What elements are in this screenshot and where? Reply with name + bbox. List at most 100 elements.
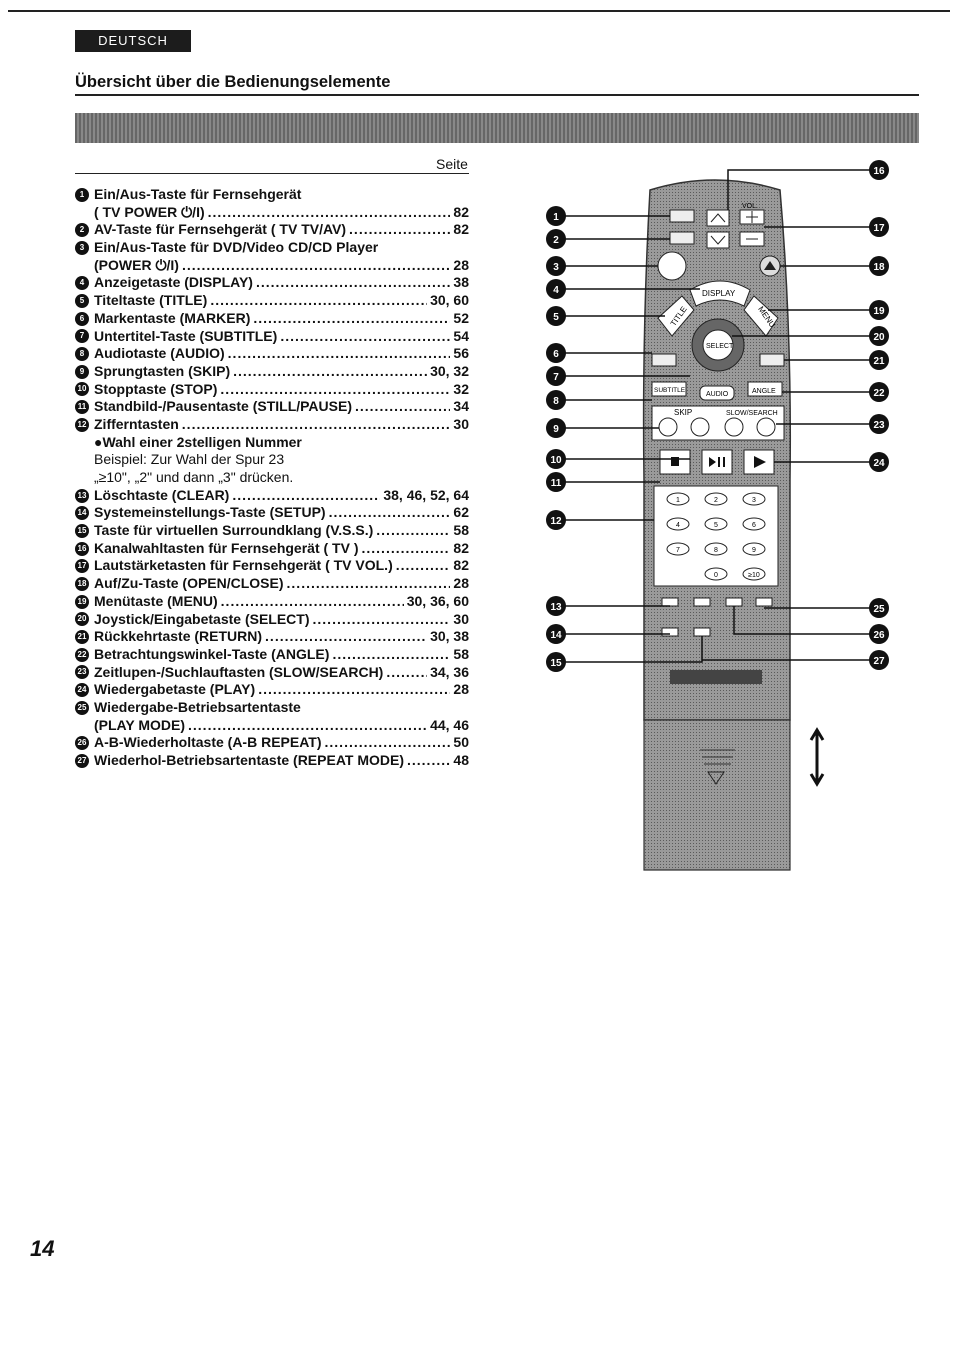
callout-badge <box>869 624 889 644</box>
dot-leader <box>280 328 450 346</box>
callout-badge <box>869 452 889 472</box>
item-number-badge: 26 <box>75 736 89 751</box>
callout-badge <box>869 598 889 618</box>
item-name: Wiederhol-Betriebsartentaste (REPEAT MOD… <box>94 752 404 768</box>
item-number-badge: 23 <box>75 665 89 680</box>
dot-leader <box>287 575 451 593</box>
item-page: 82 <box>453 557 469 574</box>
list-item: 26A-B-Wiederholtaste (A-B REPEAT)50 <box>75 734 469 752</box>
callout-number: 22 <box>873 388 885 399</box>
item-page: 82 <box>453 203 469 220</box>
callout-badge <box>546 343 566 363</box>
item-number-badge: 7 <box>75 329 89 344</box>
item-number-badge: 6 <box>75 311 89 326</box>
item-name: Ein/Aus-Taste für DVD/Video CD/CD Player <box>94 239 379 256</box>
item-page: 44, 46 <box>430 716 469 733</box>
dot-leader <box>182 416 451 434</box>
item-number-badge: 8 <box>75 347 89 362</box>
page-number: 14 <box>30 1236 55 1261</box>
item-name: Markentaste (MARKER) <box>94 309 251 326</box>
callout-badge <box>546 510 566 530</box>
item-page: 34, 36 <box>430 663 469 680</box>
list-item: 15 Taste für virtuellen Surroundklang (V.… <box>75 522 469 540</box>
callout-badge <box>869 217 889 237</box>
item-page: 38, 46, 52, 64 <box>383 486 469 503</box>
top-rule <box>8 10 950 12</box>
dot-leader <box>313 611 451 629</box>
digit-label: 8 <box>714 547 718 554</box>
item-number-badge: 3 <box>75 240 89 255</box>
item-name: Untertitel-Taste (SUBTITLE) <box>94 327 278 344</box>
digit-label: 9 <box>752 547 756 554</box>
item-name: ●Wahl einer 2stelligen Nummer <box>94 433 302 450</box>
vol-label: VOL. <box>742 203 758 210</box>
callout-number: 12 <box>550 516 562 527</box>
digit-key <box>704 567 728 581</box>
callout-number: 2 <box>553 235 559 246</box>
dot-leader <box>228 345 451 363</box>
item-page: 50 <box>453 734 469 751</box>
item-page: 48 <box>453 752 469 768</box>
item-page: 28 <box>453 256 469 273</box>
item-name: Sprungtasten (SKIP) <box>94 362 231 379</box>
item-number-badge: 5 <box>75 293 89 308</box>
audio-label: AUDIO <box>706 391 729 398</box>
dot-leader <box>396 557 451 575</box>
item-name: Ein/Aus-Taste für Fernsehgerät <box>94 186 302 202</box>
item-page: 62 <box>453 504 469 521</box>
digit-key <box>704 492 728 506</box>
item-name: Auf/Zu-Taste (OPEN/CLOSE) <box>94 575 284 592</box>
digit-label: 1 <box>676 497 680 504</box>
double-arrow-icon <box>809 727 825 787</box>
callout-number: 21 <box>873 356 885 367</box>
item-name: ( TV POWER ⏻/I) <box>94 203 205 220</box>
item-number-badge: 19 <box>75 594 89 609</box>
item-page: 28 <box>453 575 469 592</box>
callout-badge <box>546 596 566 616</box>
list-item: Beispiel: Zur Wahl der Spur 23 <box>75 451 469 469</box>
callout-badge <box>869 350 889 370</box>
item-number-badge: 17 <box>75 559 89 574</box>
item-number-badge: 21 <box>75 630 89 645</box>
item-number-badge: 20 <box>75 612 89 627</box>
list-item: 2AV-Taste für Fernsehgerät ( TV TV/AV)82 <box>75 221 469 239</box>
item-name: Rückkehrtaste (RETURN) <box>94 628 263 645</box>
item-name: Joystick/Eingabetaste (SELECT) <box>94 610 310 627</box>
callout-number: 7 <box>553 372 559 383</box>
item-page: 34 <box>453 398 469 415</box>
item-number-badge: 14 <box>75 506 89 521</box>
callout-badge <box>546 472 566 492</box>
digit-key <box>666 492 690 506</box>
item-number-badge: 15 <box>75 523 89 538</box>
dot-leader <box>221 593 404 611</box>
item-name: Taste für virtuellen Surroundklang (V.S.… <box>94 522 374 539</box>
item-name: Anzeigetaste (DISPLAY) <box>94 274 253 291</box>
item-page: 82 <box>453 221 469 238</box>
digit-label: 7 <box>676 547 680 554</box>
item-name: Audiotaste (AUDIO) <box>94 345 225 362</box>
select-label: SELECT <box>706 343 734 350</box>
item-name: Stopptaste (STOP) <box>94 380 218 397</box>
digit-label: 5 <box>714 522 718 529</box>
item-name: Beispiel: Zur Wahl der Spur 23 <box>94 451 285 468</box>
item-name: AV-Taste für Fernsehgerät ( TV TV/AV) <box>94 221 347 238</box>
callout-badge <box>869 414 889 434</box>
callout-number: 6 <box>553 349 559 360</box>
callout-number: 8 <box>553 396 559 407</box>
dot-leader <box>355 398 450 416</box>
callout-number: 26 <box>873 630 885 641</box>
dot-leader <box>349 221 450 239</box>
callout-badge <box>546 306 566 326</box>
subtitle-label: SUBTITLE <box>654 387 686 394</box>
item-page: 58 <box>453 522 469 539</box>
